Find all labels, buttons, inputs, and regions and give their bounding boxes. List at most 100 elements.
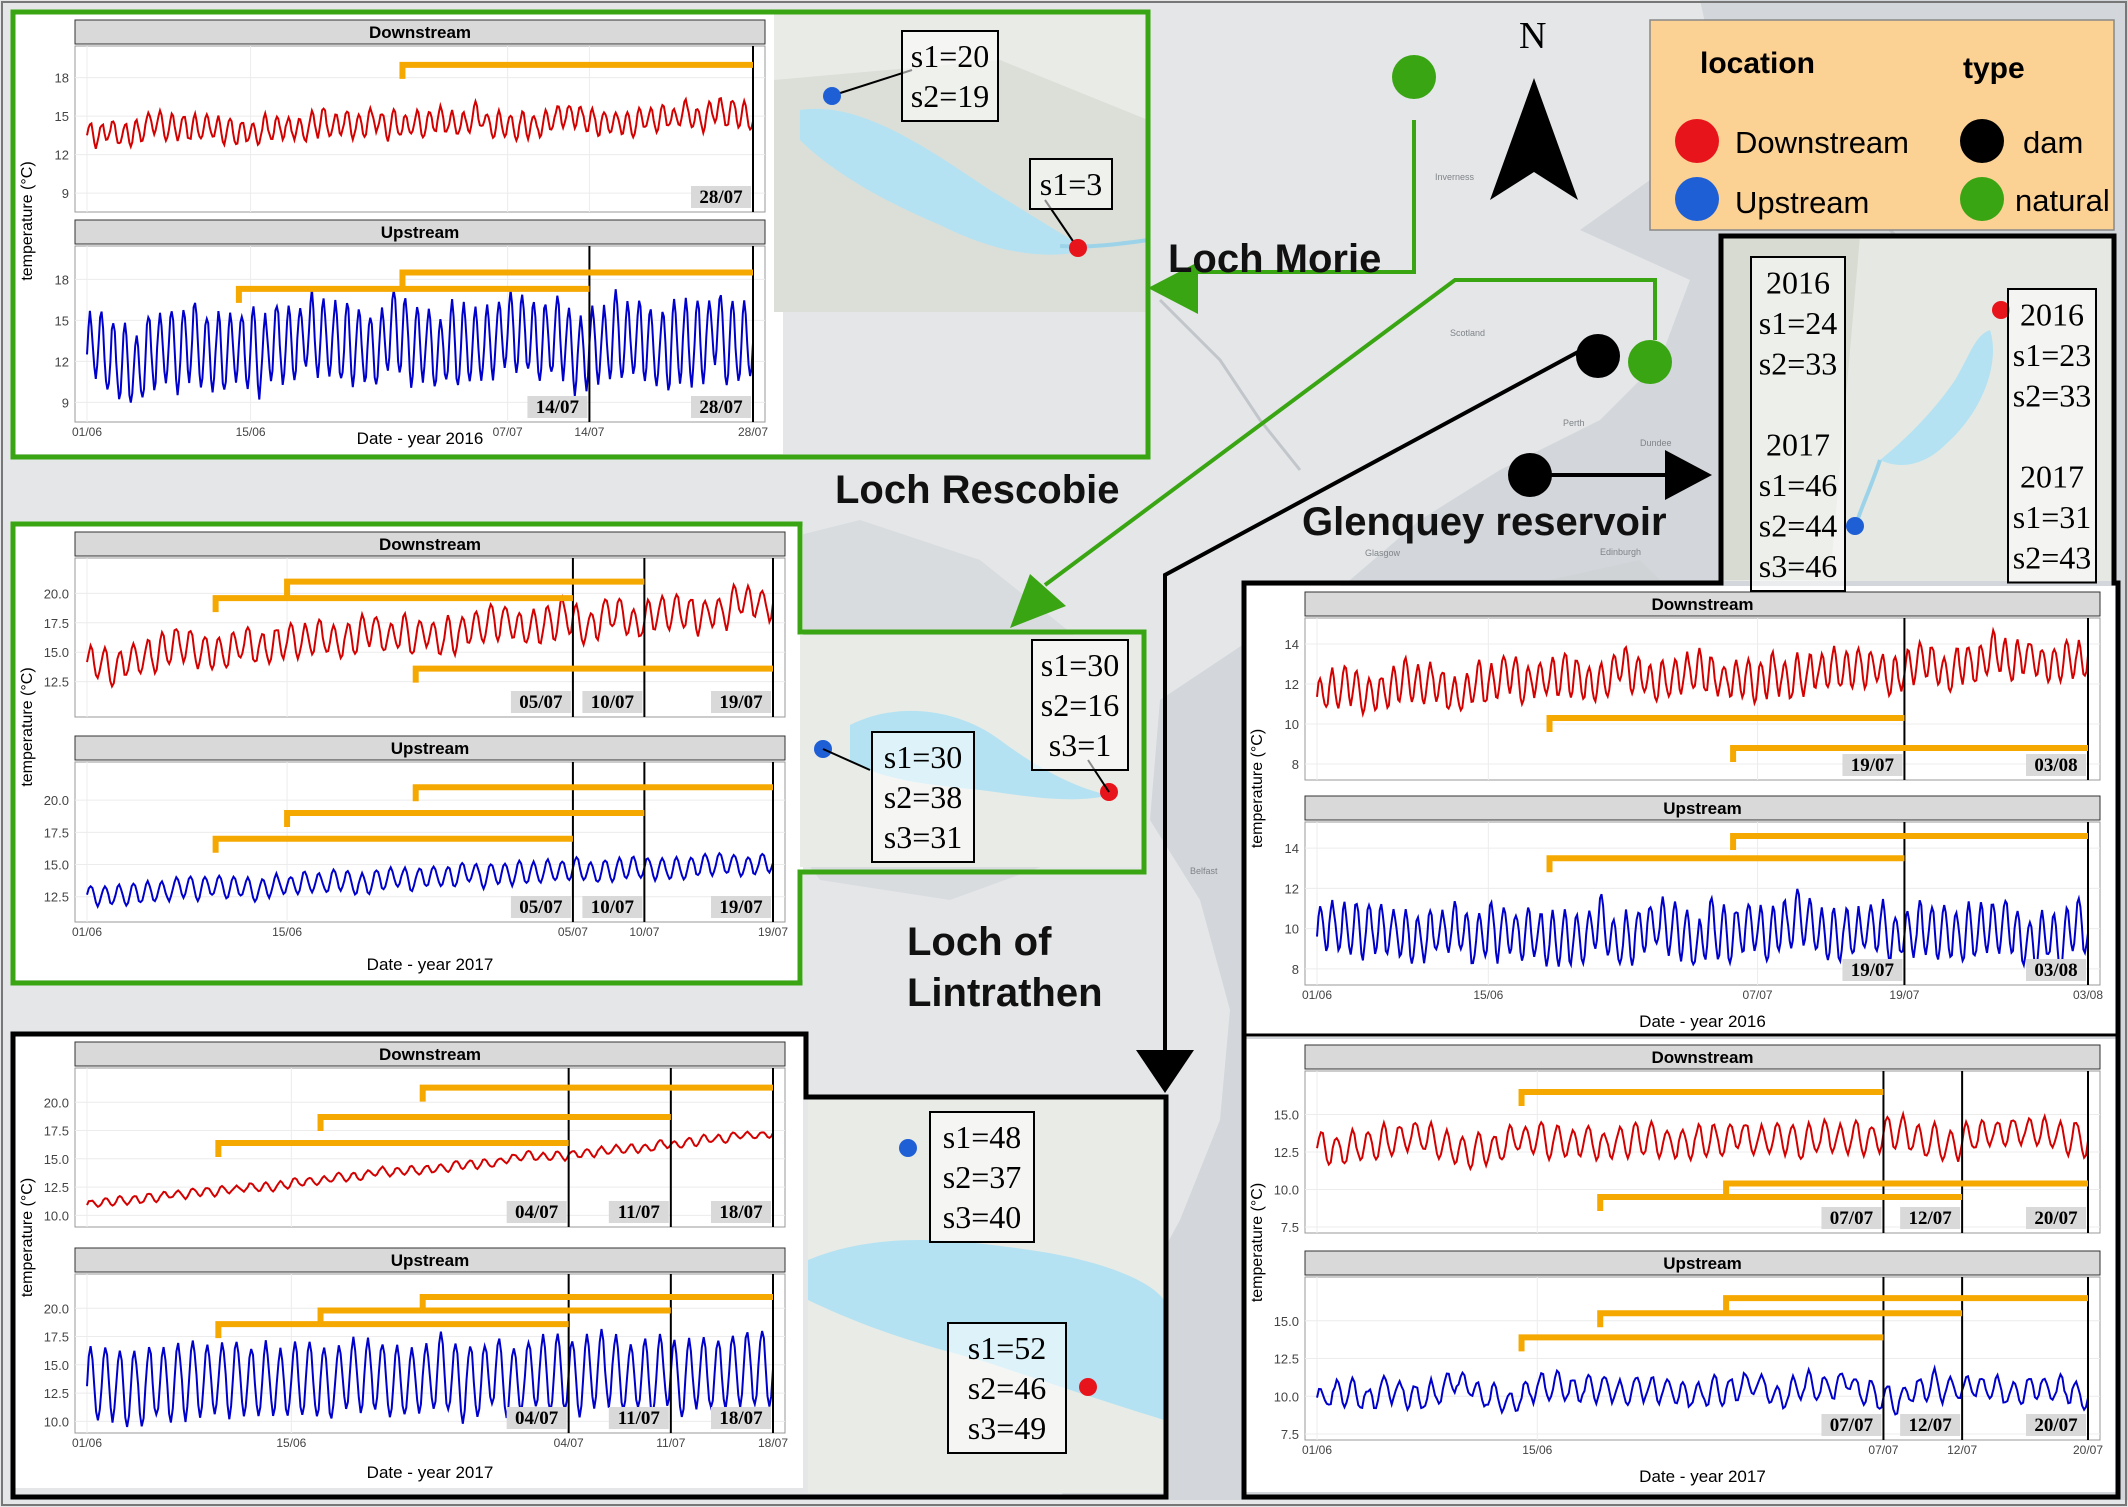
event-label: 19/07	[719, 692, 763, 713]
temperature-series-downstream	[1316, 626, 2089, 718]
event-label-bg	[2026, 1207, 2086, 1229]
event-label-bg	[691, 186, 751, 208]
x-tick-label: 01/06	[72, 925, 102, 939]
stat-box	[1031, 639, 1129, 771]
stat-line: s3=31	[884, 819, 963, 855]
stat-box	[871, 731, 975, 863]
event-label: 05/07	[519, 897, 563, 918]
x-tick-label: 15/06	[1522, 1443, 1552, 1457]
y-tick-label: 17.5	[44, 825, 69, 840]
x-tick-label: 01/06	[72, 425, 102, 439]
legend-natural-label: natural	[2015, 183, 2110, 218]
event-label: 10/07	[591, 692, 635, 713]
y-tick-label: 20.0	[44, 1095, 69, 1110]
panel-strip	[74, 19, 766, 45]
y-tick-label: 20.0	[44, 586, 69, 601]
panel-strip	[1304, 591, 2101, 617]
event-label: 14/07	[536, 397, 580, 418]
stat-line: s2=38	[884, 779, 963, 815]
event-label: 18/07	[719, 1202, 763, 1223]
window-bracket	[1730, 833, 2088, 851]
window-bracket	[212, 835, 573, 853]
arrow-to-rescobie	[1010, 574, 1066, 628]
event-label: 28/07	[699, 187, 743, 208]
y-tick-label: 18	[55, 71, 69, 86]
y-tick-label: 10.0	[44, 1208, 69, 1223]
y-tick-label: 10.0	[1274, 1183, 1299, 1198]
x-axis-label: Date - year 2017	[1639, 1467, 1766, 1486]
x-tick-label: 07/07	[1743, 988, 1773, 1002]
window-bracket	[284, 810, 645, 828]
x-tick-label: 01/06	[1302, 1443, 1332, 1457]
event-label-bg	[2026, 1414, 2086, 1436]
legend: location type Downstream Upstream dam na…	[1649, 19, 2115, 231]
stat-box	[947, 1322, 1067, 1454]
stat-line: s2=43	[2013, 540, 2092, 576]
stat-line: s1=23	[2013, 337, 2092, 373]
y-tick-label: 18	[55, 272, 69, 287]
x-tick-label: 28/07	[738, 425, 768, 439]
event-label: 19/07	[719, 897, 763, 918]
window-bracket	[419, 1084, 773, 1102]
basemap-label: Inverness	[1435, 172, 1475, 182]
temperature-series-downstream	[86, 96, 754, 150]
window-bracket	[399, 61, 753, 79]
loch-labels: Loch Morie Loch Rescobie Glenquey reserv…	[835, 237, 1667, 1015]
panel-strip	[74, 219, 766, 245]
y-tick-label: 9	[62, 395, 69, 410]
x-tick-label: 05/07	[558, 925, 588, 939]
y-tick-label: 15.0	[1274, 1108, 1299, 1123]
y-tick-label: 7.5	[1281, 1220, 1299, 1235]
y-tick-label: 10.0	[44, 1414, 69, 1429]
window-bracket	[212, 595, 573, 613]
y-tick-label: 10	[1285, 922, 1299, 937]
glenquey-label: Glenquey reservoir	[1302, 500, 1667, 544]
basemap-label: Dundee	[1640, 438, 1672, 448]
y-tick-label: 12.5	[44, 1180, 69, 1195]
lintrathen-downstream-marker	[1079, 1378, 1097, 1396]
y-tick-label: 12	[55, 148, 69, 163]
panel-strip	[74, 1247, 786, 1273]
y-tick-label: 14	[1285, 841, 1299, 856]
x-tick-label: 07/07	[493, 425, 523, 439]
panel-strip	[74, 531, 786, 557]
event-label-bg	[711, 1201, 771, 1223]
stat-line: s1=3	[1040, 166, 1103, 202]
y-tick-label: 12.5	[1274, 1352, 1299, 1367]
window-bracket	[1597, 1310, 1963, 1328]
stat-line: s2=44	[1759, 508, 1838, 544]
y-axis-label: temperature (°C)	[19, 667, 36, 786]
stat-line: s2=16	[1041, 687, 1120, 723]
rescobie-frame	[10, 521, 1147, 986]
window-bracket	[317, 1307, 671, 1325]
stat-line: s2=37	[943, 1159, 1022, 1195]
loch-morie-label: Loch Morie	[1168, 237, 1381, 281]
event-label-bg	[1900, 1207, 1961, 1229]
window-bracket	[419, 1293, 773, 1311]
north-arrow: N	[1490, 15, 1578, 200]
stat-line: 2016	[1766, 265, 1830, 301]
morie-downstream-marker	[1069, 239, 1087, 257]
legend-natural-swatch	[1960, 177, 2004, 221]
event-label: 18/07	[719, 1408, 763, 1429]
panel-strip	[74, 735, 786, 761]
event-label: 11/07	[618, 1408, 661, 1429]
window-bracket	[215, 1139, 569, 1157]
panel-strip	[1304, 1044, 2101, 1070]
event-label-bg	[2026, 959, 2086, 981]
x-tick-label: 10/07	[629, 925, 659, 939]
y-tick-label: 17.5	[44, 616, 69, 631]
panel-title: Downstream	[369, 23, 471, 42]
event-label-bg	[608, 1407, 669, 1429]
event-label-bg	[506, 1201, 567, 1223]
x-tick-label: 15/06	[236, 425, 266, 439]
event-label-bg	[506, 1407, 567, 1429]
lintrathen-upstream-marker	[899, 1139, 917, 1157]
x-tick-label: 15/06	[272, 925, 302, 939]
y-tick-label: 10.0	[1274, 1389, 1299, 1404]
plot-area	[74, 1273, 786, 1434]
window-bracket	[412, 784, 773, 802]
basemap-label: Glasgow	[1365, 548, 1401, 558]
